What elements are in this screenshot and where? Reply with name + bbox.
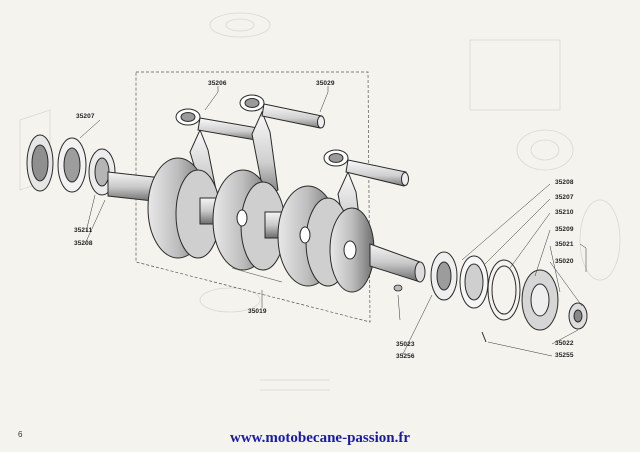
woodruff-key [393,284,403,292]
crank-webs [147,157,375,293]
leader-lines [79,86,587,357]
connecting-rod-2 [239,94,325,197]
background-ghost-drawing [19,12,621,391]
part-label-35209: 35209 [555,226,574,233]
part-label-35208-left: 35208 [74,240,93,247]
part-label-35029: 35029 [316,80,335,87]
part-label-35208-right: 35208 [555,179,574,186]
part-label-35211: 35211 [74,227,93,234]
right-shaft [369,243,426,283]
part-label-35022: 35022 [555,340,574,347]
website-link[interactable]: www.motobecane-passion.fr [230,430,410,446]
part-label-35255: 35255 [555,352,574,359]
part-label-35020: 35020 [555,258,574,265]
part-label-35206: 35206 [208,80,227,87]
part-label-35207-right: 35207 [555,194,574,201]
left-bearing-group [26,134,116,196]
shaft-engraving-mark [231,267,283,283]
part-label-35019: 35019 [248,308,267,315]
page-number: 6 [18,430,23,439]
part-label-35207-left: 35207 [76,113,95,120]
part-label-35021: 35021 [555,241,574,248]
right-bearing-group [430,251,588,343]
part-label-35210: 35210 [555,209,574,216]
part-label-35023: 35023 [396,341,415,348]
part-label-35256: 35256 [396,353,415,360]
